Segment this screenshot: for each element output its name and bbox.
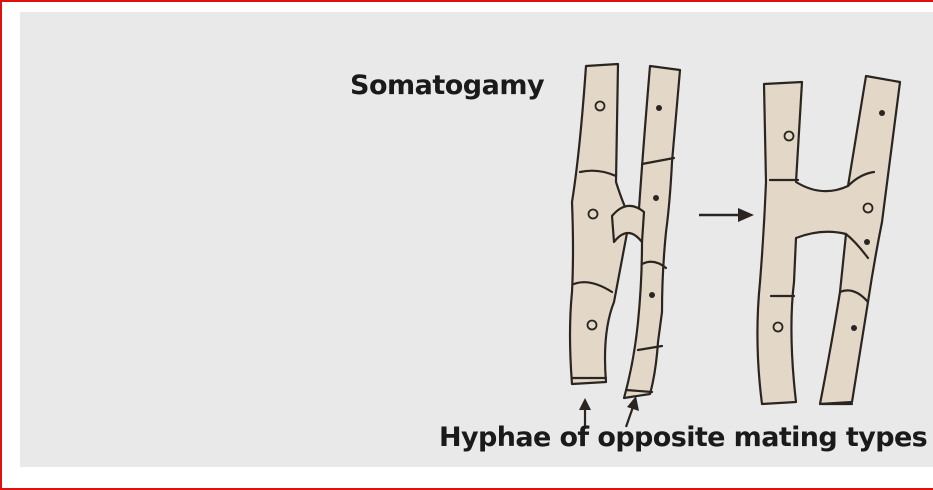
fusion-bridge [612,206,644,242]
fused-hyphae [757,76,900,404]
diagram-title: Somatogamy [350,70,544,101]
hyphae-pair-fusing [570,64,680,398]
arrow-right-icon [699,208,754,222]
diagram-caption: Hyphae of opposite mating types [439,422,927,453]
hyphae-pair-fused [757,76,900,404]
